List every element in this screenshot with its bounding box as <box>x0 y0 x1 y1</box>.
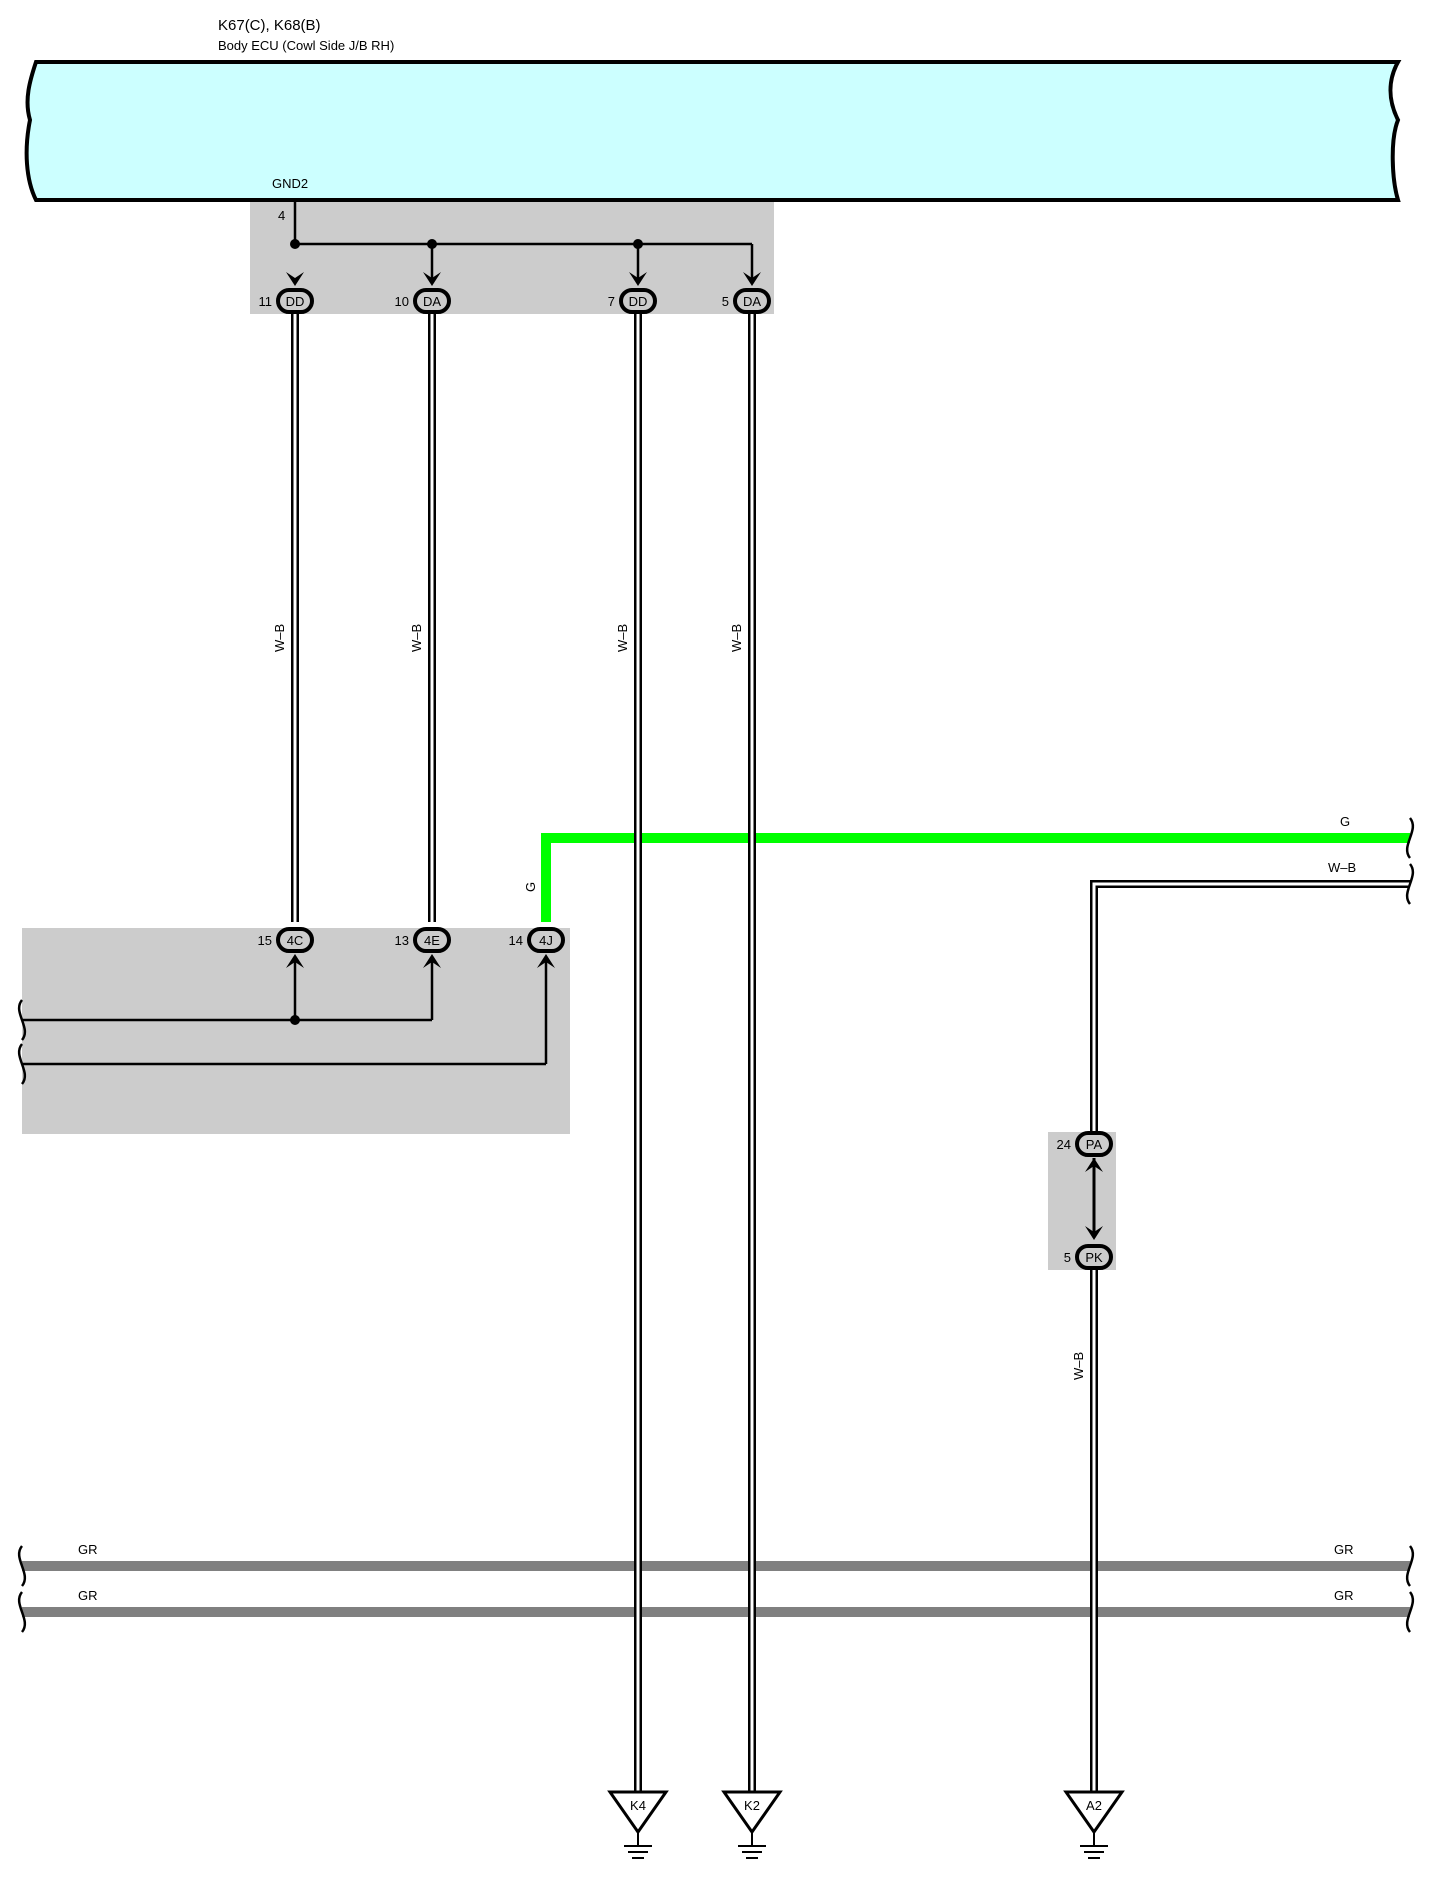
break-marks-left <box>17 999 27 1633</box>
bus-splices <box>290 239 643 249</box>
connector-code: DA <box>423 294 441 309</box>
ground-k4: K4 <box>607 1790 669 1859</box>
wire-label-gr-top-right: GR <box>1334 1542 1354 1557</box>
mid-connector-pa: PA 24 <box>1057 1131 1113 1157</box>
ground-label: K2 <box>744 1798 760 1813</box>
break-marks-right <box>1405 817 1415 1633</box>
upper-connector-2: DA 10 <box>395 288 451 314</box>
ground-k2: K2 <box>721 1790 783 1859</box>
connector-pin: 11 <box>259 294 273 309</box>
lower-junction-wiring <box>22 962 548 1066</box>
wire-label-g-horizontal: G <box>1340 814 1350 829</box>
wire-label-wb-1: W–B <box>272 624 287 652</box>
lower-arrows <box>286 954 555 968</box>
connector-pin: 5 <box>722 294 729 309</box>
ecu-subtitle: Body ECU (Cowl Side J/B RH) <box>218 38 394 53</box>
connector-pin: 24 <box>1057 1137 1071 1152</box>
connector-code: 4C <box>287 933 304 948</box>
wire-label-gr-top-left: GR <box>78 1542 98 1557</box>
lower-connector-3: 4J 14 <box>509 927 565 953</box>
ecu-terminal-name: GND2 <box>272 176 308 191</box>
upper-connector-3: DD 7 <box>608 288 657 314</box>
connector-pin: 10 <box>395 294 409 309</box>
ecu-body <box>24 60 1402 202</box>
connector-pin: 15 <box>258 933 272 948</box>
connector-pin: 13 <box>395 933 409 948</box>
wire-label-wb-lower: W–B <box>1071 1352 1086 1380</box>
ground-a2: A2 <box>1063 1790 1125 1859</box>
connector-code: 4E <box>424 933 440 948</box>
connector-code: DD <box>286 294 305 309</box>
upper-junction-block <box>250 202 774 314</box>
lower-connector-2: 4E 13 <box>395 927 451 953</box>
connector-pin: 5 <box>1064 1250 1071 1265</box>
wire-label-wb-right: W–B <box>1328 860 1356 875</box>
lower-splice <box>290 1015 300 1025</box>
wb-wire-right <box>1090 880 1410 1136</box>
connector-code: PK <box>1085 1250 1103 1265</box>
ground-label: A2 <box>1086 1798 1102 1813</box>
wire-label-gr-bottom-left: GR <box>78 1588 98 1603</box>
ground-label: K4 <box>630 1798 646 1813</box>
ground-bus <box>293 200 754 282</box>
wire-label-gr-bottom-right: GR <box>1334 1588 1354 1603</box>
wire-label-g-vertical: G <box>523 882 538 892</box>
lower-connector-1: 4C 15 <box>258 927 314 953</box>
green-wire <box>541 833 1410 922</box>
connector-code: 4J <box>539 933 553 948</box>
gr-wires <box>22 1561 1410 1617</box>
upper-connector-4: DA 5 <box>722 288 771 314</box>
connector-code: DD <box>629 294 648 309</box>
ecu-title: K67(C), K68(B) <box>218 17 321 34</box>
upper-arrows <box>286 272 761 286</box>
mid-connector-link <box>1085 1158 1103 1240</box>
wire-label-wb-2: W–B <box>409 624 424 652</box>
wire-label-wb-4: W–B <box>729 624 744 652</box>
ecu-terminal-pin: 4 <box>278 208 285 223</box>
wire-label-wb-3: W–B <box>615 624 630 652</box>
connector-code: DA <box>743 294 761 309</box>
connector-pin: 7 <box>608 294 615 309</box>
mid-connector-pk: PK 5 <box>1064 1244 1113 1270</box>
upper-connector-1: DD 11 <box>259 288 314 314</box>
connector-code: PA <box>1086 1137 1103 1152</box>
connector-pin: 14 <box>509 933 523 948</box>
